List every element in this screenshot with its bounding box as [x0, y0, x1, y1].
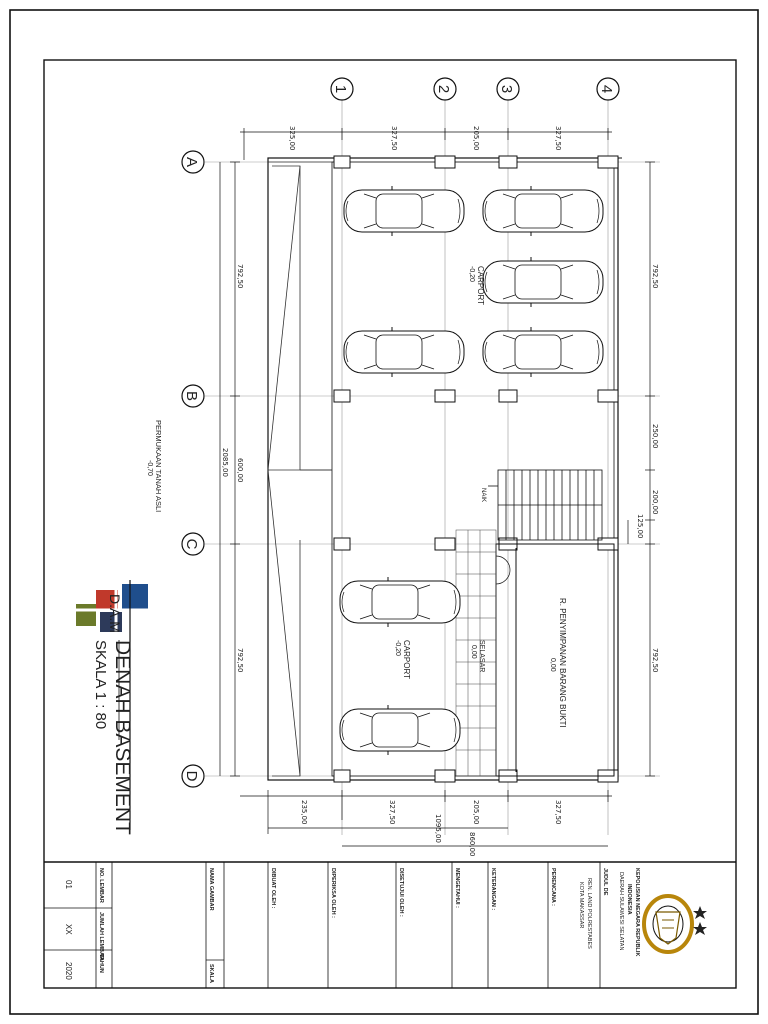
logo-text: D.A.M [107, 594, 123, 633]
dim-left-3: 792,50 [236, 648, 244, 673]
row-bubble-d: D [181, 764, 205, 788]
dimension-lines [219, 128, 655, 847]
row-bubble-a: A [181, 150, 205, 174]
stair [488, 469, 603, 541]
ground-note: PERMUKAAN TANAH ASLI [154, 420, 163, 512]
dim-bottom-2: 327,50 [388, 800, 396, 825]
title-block-grid [44, 862, 601, 988]
dim-right-4: 125,00 [636, 514, 644, 539]
dim-bottom-1: 235,00 [300, 800, 308, 825]
svg-text:1: 1 [332, 85, 349, 93]
svg-text:B: B [183, 391, 200, 401]
dim-top-2: 327,50 [390, 126, 398, 151]
project-line-2: KOTA MAKASSAR [578, 882, 584, 928]
col-no-header: NO. LEMBAR [98, 868, 104, 903]
svg-text:A: A [183, 157, 200, 167]
dim-bottom-total-2: 860,00 [468, 832, 476, 857]
carport-top-label: CARPORT [476, 266, 485, 305]
carport-top-level: -0,20 [468, 266, 475, 282]
car-1 [343, 185, 465, 237]
row-bubble-c: C [181, 532, 205, 556]
dim-top-4: 327,50 [554, 126, 562, 151]
dim-right-3: 200,00 [651, 490, 659, 515]
corridor-label: SELASAR [478, 640, 485, 672]
org-line-2: INDONESIA [626, 884, 632, 915]
field-nama-gambar: NAMA GAMBAR [208, 868, 214, 911]
ramp [267, 161, 332, 777]
ground-level: -0,70 [146, 460, 153, 476]
dim-left-2: 600,00 [236, 458, 244, 483]
sheet-border [9, 9, 759, 1015]
project-line-1: REN. LAND POLRESTABES [586, 878, 592, 949]
sheet-number: 01 [64, 880, 73, 889]
dam-logo [70, 578, 154, 640]
police-emblem [642, 894, 707, 954]
carport-bottom-level: -0,20 [394, 640, 401, 656]
columns [333, 155, 619, 783]
row-bubble-b: B [181, 384, 205, 408]
drawing-frame [43, 59, 737, 989]
svg-text:3: 3 [498, 85, 515, 93]
svg-text:C: C [183, 539, 200, 550]
org-line-1: KEPOLISIAN NEGARA REPUBLIK [634, 868, 640, 956]
axis-bubble-1: 1 [330, 77, 354, 101]
axis-bubble-2: 2 [433, 77, 457, 101]
svg-text:2: 2 [435, 85, 452, 93]
car-7 [339, 704, 461, 756]
sheet-count: XX [64, 924, 73, 935]
dim-left-total: 2085,00 [221, 448, 229, 477]
field-disetujui: DISETUJUI OLEH : [398, 868, 404, 917]
dim-right-1: 792,50 [651, 264, 659, 289]
carport-bottom-label: CARPORT [402, 640, 411, 679]
storage-room-level: 0,00 [549, 658, 556, 672]
storage-room-label: R. PENYIMPANAN BARANG BUKTI [558, 598, 567, 728]
field-dibuat: DIBUAT OLEH : [270, 868, 276, 909]
dim-left-1: 792,50 [236, 264, 244, 289]
svg-text:4: 4 [598, 85, 615, 93]
corridor-tiles [455, 529, 497, 777]
field-perencana: PERENCANA : [550, 868, 556, 906]
car-5 [482, 326, 604, 378]
field-skala: SKALA [208, 964, 214, 983]
dim-bottom-4: 327,50 [554, 800, 562, 825]
svg-text:D: D [183, 771, 200, 782]
axis-bubble-4: 4 [596, 77, 620, 101]
drawing-title: DENAH BASEMENT [111, 640, 134, 835]
sheet-year: 2020 [64, 962, 73, 980]
col-tahun-header: TAHUN [98, 954, 104, 973]
field-judul: JUDUL DE [602, 868, 608, 896]
dim-bottom-3: 205,00 [472, 800, 480, 825]
drawing-scale: SKALA 1 : 80 [92, 640, 109, 729]
dim-top-1: 325,00 [288, 126, 296, 151]
dim-right-2: 250,00 [651, 424, 659, 449]
field-mengetahui: MENGETAHUI : [454, 868, 460, 908]
org-line-3: DAERAH SULAWESI SELATAN [618, 872, 624, 950]
stair-up-label: NAIK [480, 488, 486, 502]
car-2 [343, 326, 465, 378]
corridor-level: 0,00 [470, 645, 477, 659]
field-keterangan: KETERANGAN : [490, 868, 496, 910]
col-jumlah-header: JUMLAH LEMBAR [98, 912, 104, 960]
dim-right-5: 792,50 [651, 648, 659, 673]
axis-bubble-3: 3 [496, 77, 520, 101]
field-diperiksa: DIPERIKSA OLEH : [330, 868, 336, 918]
dim-bottom-total-1: 1095,00 [434, 814, 442, 843]
dim-top-3: 205,00 [472, 126, 480, 151]
car-4 [482, 256, 604, 308]
car-3 [482, 185, 604, 237]
car-6 [339, 576, 461, 628]
